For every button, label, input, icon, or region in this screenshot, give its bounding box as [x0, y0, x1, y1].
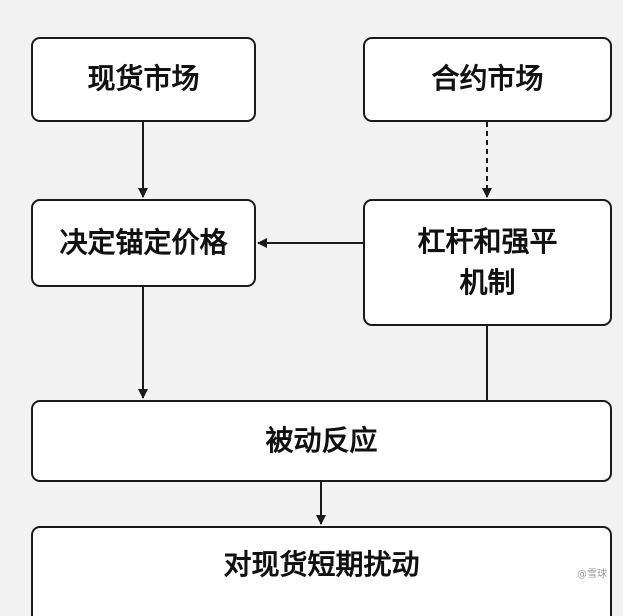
passive-reaction-box: 被动反应 — [31, 400, 612, 482]
leverage-mechanism-box: 杠杆和强平机制 — [363, 199, 612, 326]
spot-market-label: 现货市场 — [87, 62, 200, 96]
watermark: @雪球 — [577, 569, 607, 580]
spot-disturbance-box: 对现货短期扰动 — [31, 526, 612, 616]
leverage-mechanism-label: 杠杆和强平机制 — [417, 224, 558, 299]
anchor-price-label: 决定锚定价格 — [59, 225, 228, 259]
anchor-price-box: 决定锚定价格 — [31, 199, 256, 287]
contract-market-label: 合约市场 — [431, 62, 544, 96]
spot-disturbance-label: 对现货短期扰动 — [223, 548, 420, 581]
contract-market-box: 合约市场 — [363, 37, 612, 122]
passive-reaction-label: 被动反应 — [265, 423, 378, 457]
spot-market-box: 现货市场 — [31, 37, 256, 122]
